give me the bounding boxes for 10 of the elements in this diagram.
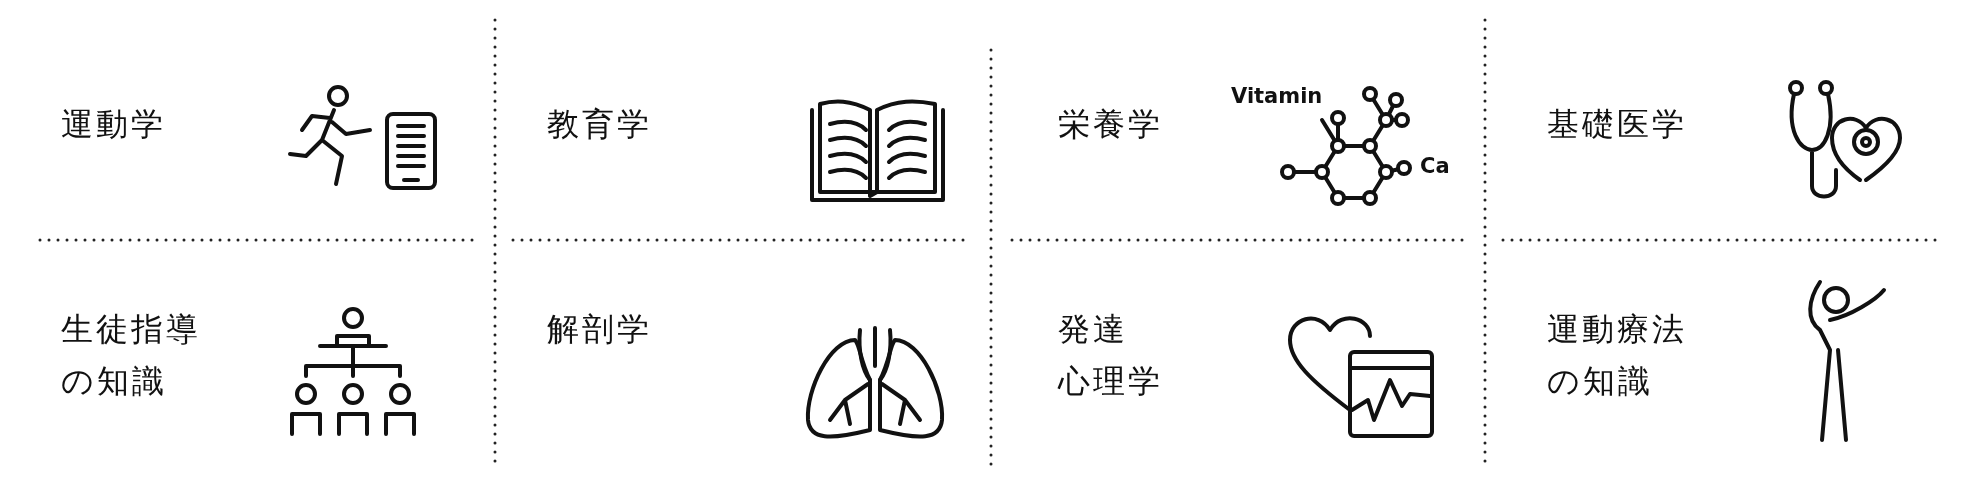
subject-label: 教育学 <box>547 104 652 145</box>
icon-text: Vitamin <box>1231 84 1323 108</box>
subject-label: 生徒指導の知識 <box>61 309 201 402</box>
icon-text: Ca <box>1420 154 1450 178</box>
subject-label: 運動学 <box>61 104 166 145</box>
subject-label: 運動療法の知識 <box>1547 309 1687 402</box>
subject-label: 解剖学 <box>547 309 652 350</box>
subject-label: 基礎医学 <box>1547 104 1687 145</box>
subject-label: 栄養学 <box>1058 104 1163 145</box>
subject-label: 発達心理学 <box>1058 309 1163 402</box>
